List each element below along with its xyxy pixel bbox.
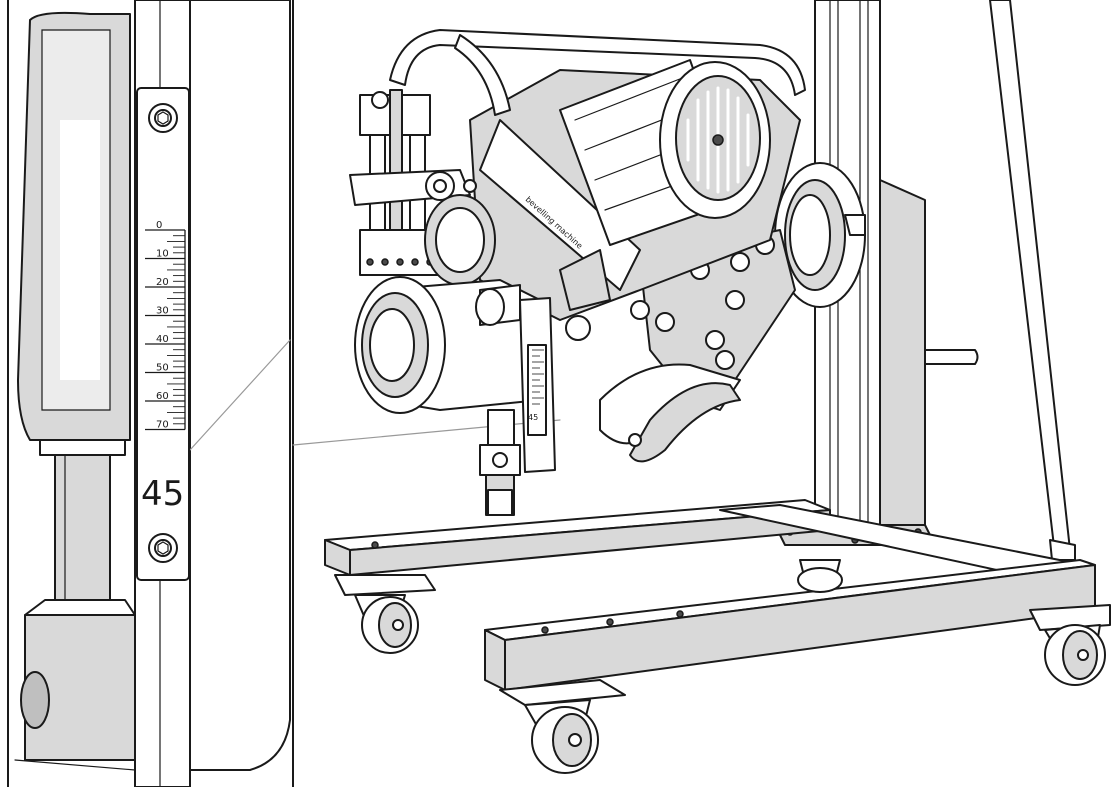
scale-tick-label: 60 bbox=[156, 391, 169, 402]
clamp-assembly bbox=[349, 89, 477, 276]
motor-vent-icon bbox=[686, 86, 750, 194]
head-indicated-value: 45 bbox=[528, 413, 538, 422]
spindle bbox=[487, 409, 515, 451]
caster-front-left bbox=[499, 679, 626, 774]
head-mini-scale bbox=[532, 349, 544, 405]
scale-tick-label: 0 bbox=[156, 220, 162, 231]
scale-tick-label: 50 bbox=[156, 363, 169, 374]
support-arm bbox=[989, 0, 1071, 556]
cutting-head: 45 bbox=[354, 249, 611, 516]
scale-tick-label: 30 bbox=[156, 306, 169, 317]
detail-indicated-value: 45 bbox=[141, 474, 184, 514]
scale-tick-label: 20 bbox=[156, 277, 169, 288]
detail-inset: 0 10 20 30 40 50 60 70 45 bbox=[5, 0, 294, 787]
top-screw-icon bbox=[148, 103, 178, 133]
electric-motor bbox=[559, 59, 771, 246]
caster-front-right bbox=[1029, 604, 1111, 686]
caster-back-right bbox=[797, 559, 843, 593]
scale-tick-label: 70 bbox=[156, 420, 169, 431]
bottom-screw-icon bbox=[148, 533, 178, 563]
detail-piston bbox=[54, 449, 111, 616]
detail-scale-ticks: 0 10 20 30 40 50 60 70 bbox=[145, 220, 186, 431]
mounting-flange bbox=[774, 162, 866, 308]
gear-disc bbox=[424, 194, 496, 286]
caster-back-left bbox=[334, 574, 436, 654]
scale-tick-label: 10 bbox=[156, 249, 169, 260]
detail-scale-strip bbox=[136, 87, 190, 581]
bevelling-machine: bevelling machine bbox=[292, 0, 1111, 774]
base-frame bbox=[324, 499, 1096, 691]
carry-handle bbox=[389, 29, 806, 96]
scale-tick-label: 40 bbox=[156, 334, 169, 345]
crank-handle bbox=[924, 349, 979, 365]
